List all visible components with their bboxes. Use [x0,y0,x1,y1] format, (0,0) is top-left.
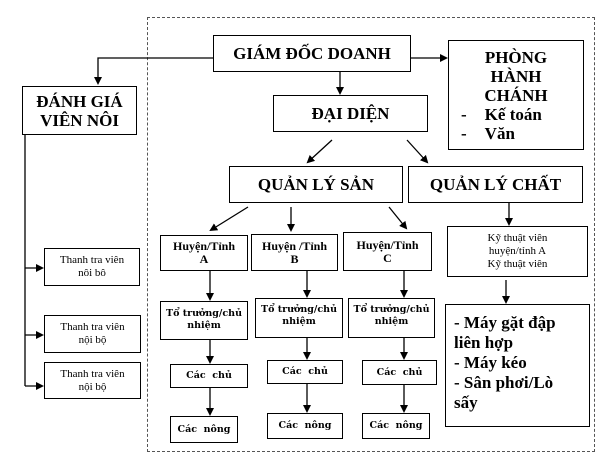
equipment-line-4: - Sân phơi/Lò [454,373,554,392]
district-c-box: Huyện/Tỉnh C [343,232,432,271]
admin-office-title-2: HÀNH [490,67,542,86]
leader-b-line-1: Tổ trưởng/chủ [261,304,337,315]
inspector-3-line-2: nội bộ [78,380,107,393]
arrow-director-to-assessor [94,57,213,85]
admin-office-box: PHÒNG HÀNH CHÁNH - Kế toán - Văn [448,40,584,150]
owners-c-box: Các chủ [362,360,437,385]
farmers-b-label: Các nông [278,420,332,431]
owners-b-box: Các chủ [267,360,343,384]
owners-b-label: Các chủ [282,366,328,377]
equipment-line-1: - Máy gặt đập [454,313,556,332]
internal-assessor-line-1: ĐÁNH GIÁ [36,91,123,111]
inspector-3-line-1: Thanh tra viên [60,367,125,380]
leader-c-line-1: Tổ trưởng/chủ [353,304,430,315]
owners-a-box: Các chủ [170,364,248,388]
inspector-1-line-2: nôi bô [78,267,106,279]
district-b-line-2: B [290,251,299,266]
representative-box: ĐẠI DIỆN [273,95,428,132]
director-box: GIÁM ĐỐC DOANH [213,35,411,72]
inspector-2-line-1: Thanh tra viên [60,321,125,333]
inspector-2-line-2: nội bộ [78,334,107,346]
leader-a-box: Tổ trưởng/chủ nhiệm [160,301,248,340]
admin-item-bullet: - [461,124,467,143]
arrow-production-to-district-a [209,206,249,232]
representative-label: ĐẠI DIỆN [311,104,390,123]
internal-assessor-line-2: VIÊN NÔI [40,110,119,130]
leader-b-box: Tổ trưởng/chủ nhiệm [255,298,343,338]
equipment-line-5: sấy [454,393,478,412]
organization-boundary [147,17,595,452]
technician-line-1: Kỹ thuật viên [487,232,548,244]
internal-assessor-box: ĐÁNH GIÁ VIÊN NÔI [22,86,137,135]
farmers-a-label: Các nông [177,423,231,435]
farmers-b-box: Các nông [267,413,343,439]
technician-box: Kỹ thuật viên huyện/tỉnh A Kỹ thuật viên [447,226,588,277]
inspector-2-box: Thanh tra viên nội bộ [44,315,141,353]
director-label: GIÁM ĐỐC DOANH [233,44,391,63]
arrow-production-to-district-c [388,206,408,230]
owners-a-label: Các chủ [186,370,232,381]
leader-a-line-2: nhiệm [187,320,221,331]
production-manager-box: QUẢN LÝ SẢN [229,166,403,203]
admin-item-label: Kế toán [484,105,542,124]
equipment-box: - Máy gặt đập liên hợp - Máy kéo - Sân p… [445,304,590,427]
admin-item-bullet: - [461,105,467,124]
district-b-line-1: Huyện /Tỉnh [261,238,328,253]
district-c-line-2: C [383,250,392,265]
admin-item-clerical: - Văn [461,124,515,143]
admin-office-title-1: PHÒNG [484,48,548,67]
arrow-representative-to-production [306,139,333,164]
leader-b-line-2: nhiệm [282,316,316,327]
admin-item-label: Văn [484,124,515,143]
district-a-line-2: A [199,252,209,266]
farmers-c-label: Các nông [369,420,423,431]
technician-line-2: huyện/tỉnh A [488,245,547,257]
district-b-box: Huyện /Tỉnh B [251,234,338,271]
farmers-c-box: Các nông [362,413,430,439]
technician-line-3: Kỹ thuật viên [487,258,548,270]
inspector-3-box: Thanh tra viên nội bộ [44,362,141,399]
equipment-line-2: liên hợp [454,333,514,352]
inspector-1-line-1: Thanh tra viên [59,254,125,266]
arrow-representative-to-quality [406,139,429,164]
district-a-box: Huyện/Tỉnh A [160,235,248,271]
farmers-a-box: Các nông [170,416,238,443]
leader-a-line-1: Tổ trưởng/chủ [166,308,242,319]
quality-manager-box: QUẢN LÝ CHẤT [408,166,583,203]
owners-c-label: Các chủ [376,366,423,378]
production-manager-label: QUẢN LÝ SẢN [257,175,375,194]
admin-item-accounting: - Kế toán [461,105,542,124]
admin-office-title-3: CHÁNH [484,86,548,105]
district-a-line-1: Huyện/Tỉnh [172,239,236,253]
leader-c-line-2: nhiệm [374,316,409,327]
leader-c-box: Tổ trưởng/chủ nhiệm [348,298,435,338]
equipment-line-3: - Máy kéo [454,353,527,372]
inspector-1-box: Thanh tra viên nôi bô [44,248,140,286]
quality-manager-label: QUẢN LÝ CHẤT [429,175,562,194]
district-c-line-1: Huyện/Tỉnh [356,237,419,252]
